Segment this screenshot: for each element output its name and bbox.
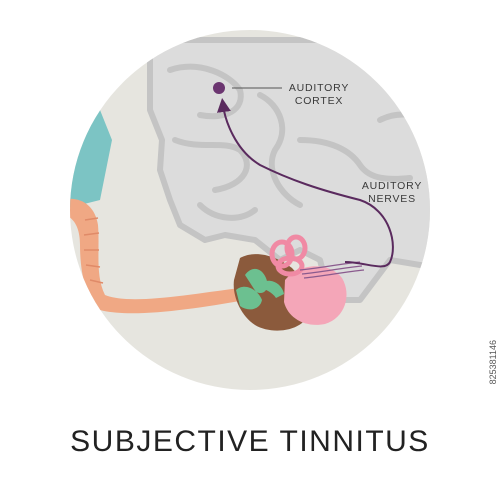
auditory-nerves-label: AUDITORY NERVES bbox=[358, 180, 426, 206]
auditory-cortex-label-line2: CORTEX bbox=[294, 95, 344, 107]
brain-sulcus bbox=[172, 137, 250, 193]
auditory-cortex-label-line1: AUDITORY bbox=[288, 82, 350, 94]
eardrum bbox=[236, 286, 262, 310]
brain-sulcus bbox=[257, 92, 303, 208]
ear-canal bbox=[70, 198, 245, 314]
stock-id: 825381146 bbox=[488, 340, 498, 385]
diagram-title: SUBJECTIVE TINNITUS bbox=[70, 425, 430, 458]
semicircular-canals bbox=[269, 234, 308, 277]
brain-sulcus bbox=[167, 63, 244, 120]
auditory-nerves-label-line2: NERVES bbox=[368, 193, 416, 205]
brain-sulcus bbox=[297, 137, 413, 182]
ear-canal-ridges bbox=[83, 217, 104, 284]
auditory-cortex-dot bbox=[213, 82, 225, 94]
auditory-pathway bbox=[216, 98, 394, 268]
auditory-cortex-label: AUDITORY CORTEX bbox=[283, 82, 355, 108]
cochlea bbox=[284, 266, 347, 325]
ossicles bbox=[245, 268, 284, 298]
brain-sulcus bbox=[197, 202, 258, 221]
auditory-nerves-label-line1: AUDITORY bbox=[361, 180, 423, 192]
